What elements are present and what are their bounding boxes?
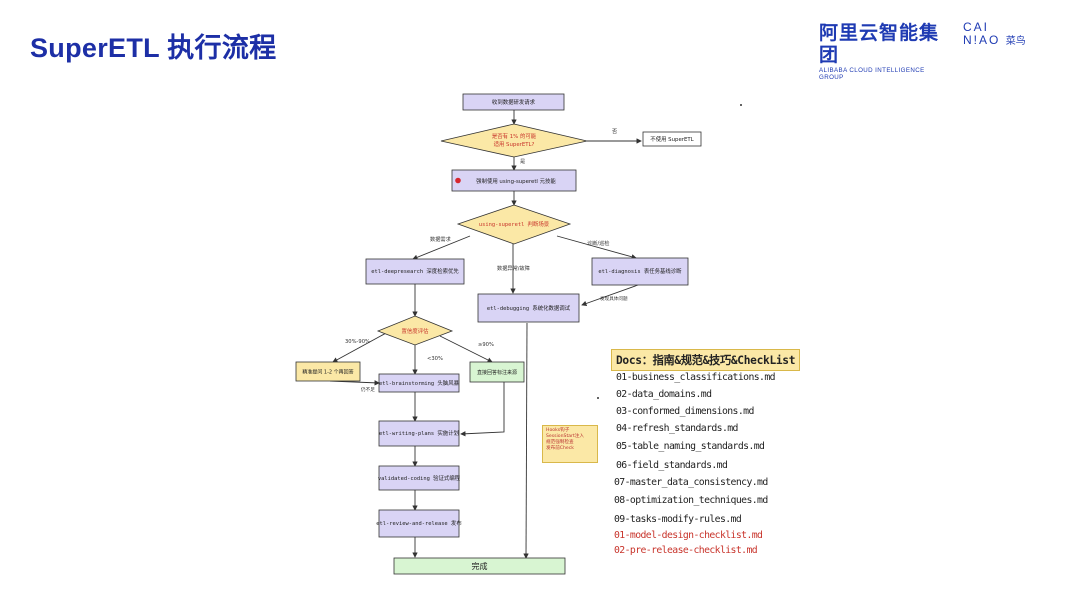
doc-item-checklist[interactable]: 01-model-design-checklist.md [614, 530, 763, 541]
doc-item[interactable]: 09-tasks-modify-rules.md [614, 514, 742, 525]
superetl-decision-line2: 适用 SuperETL? [494, 140, 535, 148]
start-node: 收到数据研发请求 [462, 93, 565, 111]
hooks-note-line3: 规范强制检查 [546, 440, 574, 445]
brainstorming-label: etl-brainstorming 头脑风暴 [379, 379, 460, 387]
branch-30-90-label: 30%-90% [345, 339, 370, 345]
no-superetl-node: 不使用 SuperETL [642, 131, 702, 147]
cainiao-logo-zh: 菜鸟 [1005, 36, 1026, 47]
cainiao-logo-line2: N!AO [963, 33, 1001, 47]
alibaba-logo-en: ALIBABA CLOUD INTELLIGENCE GROUP [819, 67, 925, 81]
hooks-note-line1: Hooks钩子 [546, 428, 570, 433]
branch-anomaly-label: 数据异常/故障 [497, 264, 530, 272]
diagnosis-node: etl-diagnosis 表任务基线诊断 [591, 257, 689, 286]
judge-decision: using-superetl 判断场景 [456, 204, 572, 245]
doc-item[interactable]: 01-business_classifications.md [616, 372, 776, 383]
cainiao-logo: CAI N!AO 菜鸟 [963, 21, 1026, 48]
yes-label: 是 [520, 158, 525, 165]
brainstorming-node: etl-brainstorming 头脑风暴 [378, 373, 460, 393]
deepresearch-node: etl-deepresearch 深度检索优先 [365, 258, 465, 285]
confidence-decision: 置信度评估 [376, 315, 454, 346]
doc-item[interactable]: 03-conformed_dimensions.md [616, 406, 754, 417]
found-issue-label: 发现具体问题 [600, 295, 628, 302]
superetl-decision: 是否有 1% 的可能 适用 SuperETL? [440, 123, 588, 158]
doc-item[interactable]: 04-refresh_standards.md [616, 423, 738, 434]
still-unclear-label: 仍不足 [361, 386, 375, 393]
diagnosis-label: etl-diagnosis 表任务基线诊断 [598, 267, 682, 275]
stray-dot [597, 397, 599, 399]
docs-panel: Docs：指南&规范&技巧&CheckList [611, 349, 801, 371]
stray-dot [740, 104, 742, 106]
doc-item[interactable]: 02-data_domains.md [616, 389, 712, 400]
superetl-decision-line1: 是否有 1% 的可能 [492, 132, 537, 140]
red-dot-icon [455, 177, 461, 184]
ask-questions-node: 精准提问 1-2 个再回答 [295, 361, 361, 382]
doc-item[interactable]: 06-field_standards.md [616, 460, 728, 471]
direct-answer-node: 直接回答标注来源 [469, 361, 525, 383]
branch-requirement-label: 数据需求 [430, 235, 452, 243]
branch-lt30-label: <30% [427, 356, 443, 362]
slide-title: SuperETL 执行流程 [30, 33, 277, 63]
debugging-label: etl-debugging 系统化数据调试 [487, 304, 571, 312]
review-release-node: etl-review-and-release 发布 [376, 509, 462, 538]
hooks-note: Hooks钩子 SessionStart注入 规范强制检查 发布前Check [542, 425, 598, 463]
docs-title: Docs：指南&规范&技巧&CheckList [611, 349, 801, 371]
alibaba-cloud-logo: 阿里云智能集团 ALIBABA CLOUD INTELLIGENCE GROUP [819, 22, 947, 81]
cainiao-logo-line1: CAI [963, 20, 990, 34]
debugging-node: etl-debugging 系统化数据调试 [477, 293, 580, 323]
branch-diagnosis-label: 诊断/巡检 [587, 239, 610, 247]
validated-coding-node: validated-coding 验证式编程 [378, 465, 461, 491]
doc-item[interactable]: 07-master_data_consistency.md [614, 477, 768, 488]
done-label: 完成 [472, 561, 488, 571]
hooks-note-line2: SessionStart注入 [546, 434, 584, 439]
judge-decision-label: using-superetl 判断场景 [479, 220, 550, 228]
no-superetl-label: 不使用 SuperETL [650, 135, 693, 143]
review-release-label: etl-review-and-release 发布 [376, 519, 462, 527]
hooks-note-line4: 发布前Check [546, 446, 574, 451]
doc-item-checklist[interactable]: 02-pre-release-checklist.md [614, 545, 758, 556]
ask-questions-label: 精准提问 1-2 个再回答 [302, 369, 353, 376]
start-node-label: 收到数据研发请求 [492, 98, 536, 106]
no-label: 否 [612, 128, 617, 135]
direct-answer-label: 直接回答标注来源 [477, 369, 517, 376]
alibaba-logo-zh: 阿里云智能集团 [819, 22, 940, 66]
writing-plans-node: etl-writing-plans 实施计划 [378, 420, 460, 447]
validated-coding-label: validated-coding 验证式编程 [378, 474, 461, 482]
done-node: 完成 [393, 557, 566, 575]
doc-item[interactable]: 05-table_naming_standards.md [616, 441, 765, 452]
confidence-label: 置信度评估 [402, 327, 430, 335]
force-use-node: 强制使用 using-superetl 元技能 [451, 169, 577, 192]
deepresearch-label: etl-deepresearch 深度检索优先 [371, 267, 459, 275]
doc-item[interactable]: 08-optimization_techniques.md [614, 495, 768, 506]
branch-ge90-label: ≥90% [478, 342, 494, 348]
writing-plans-label: etl-writing-plans 实施计划 [379, 429, 459, 437]
force-use-label: 强制使用 using-superetl 元技能 [476, 177, 556, 185]
